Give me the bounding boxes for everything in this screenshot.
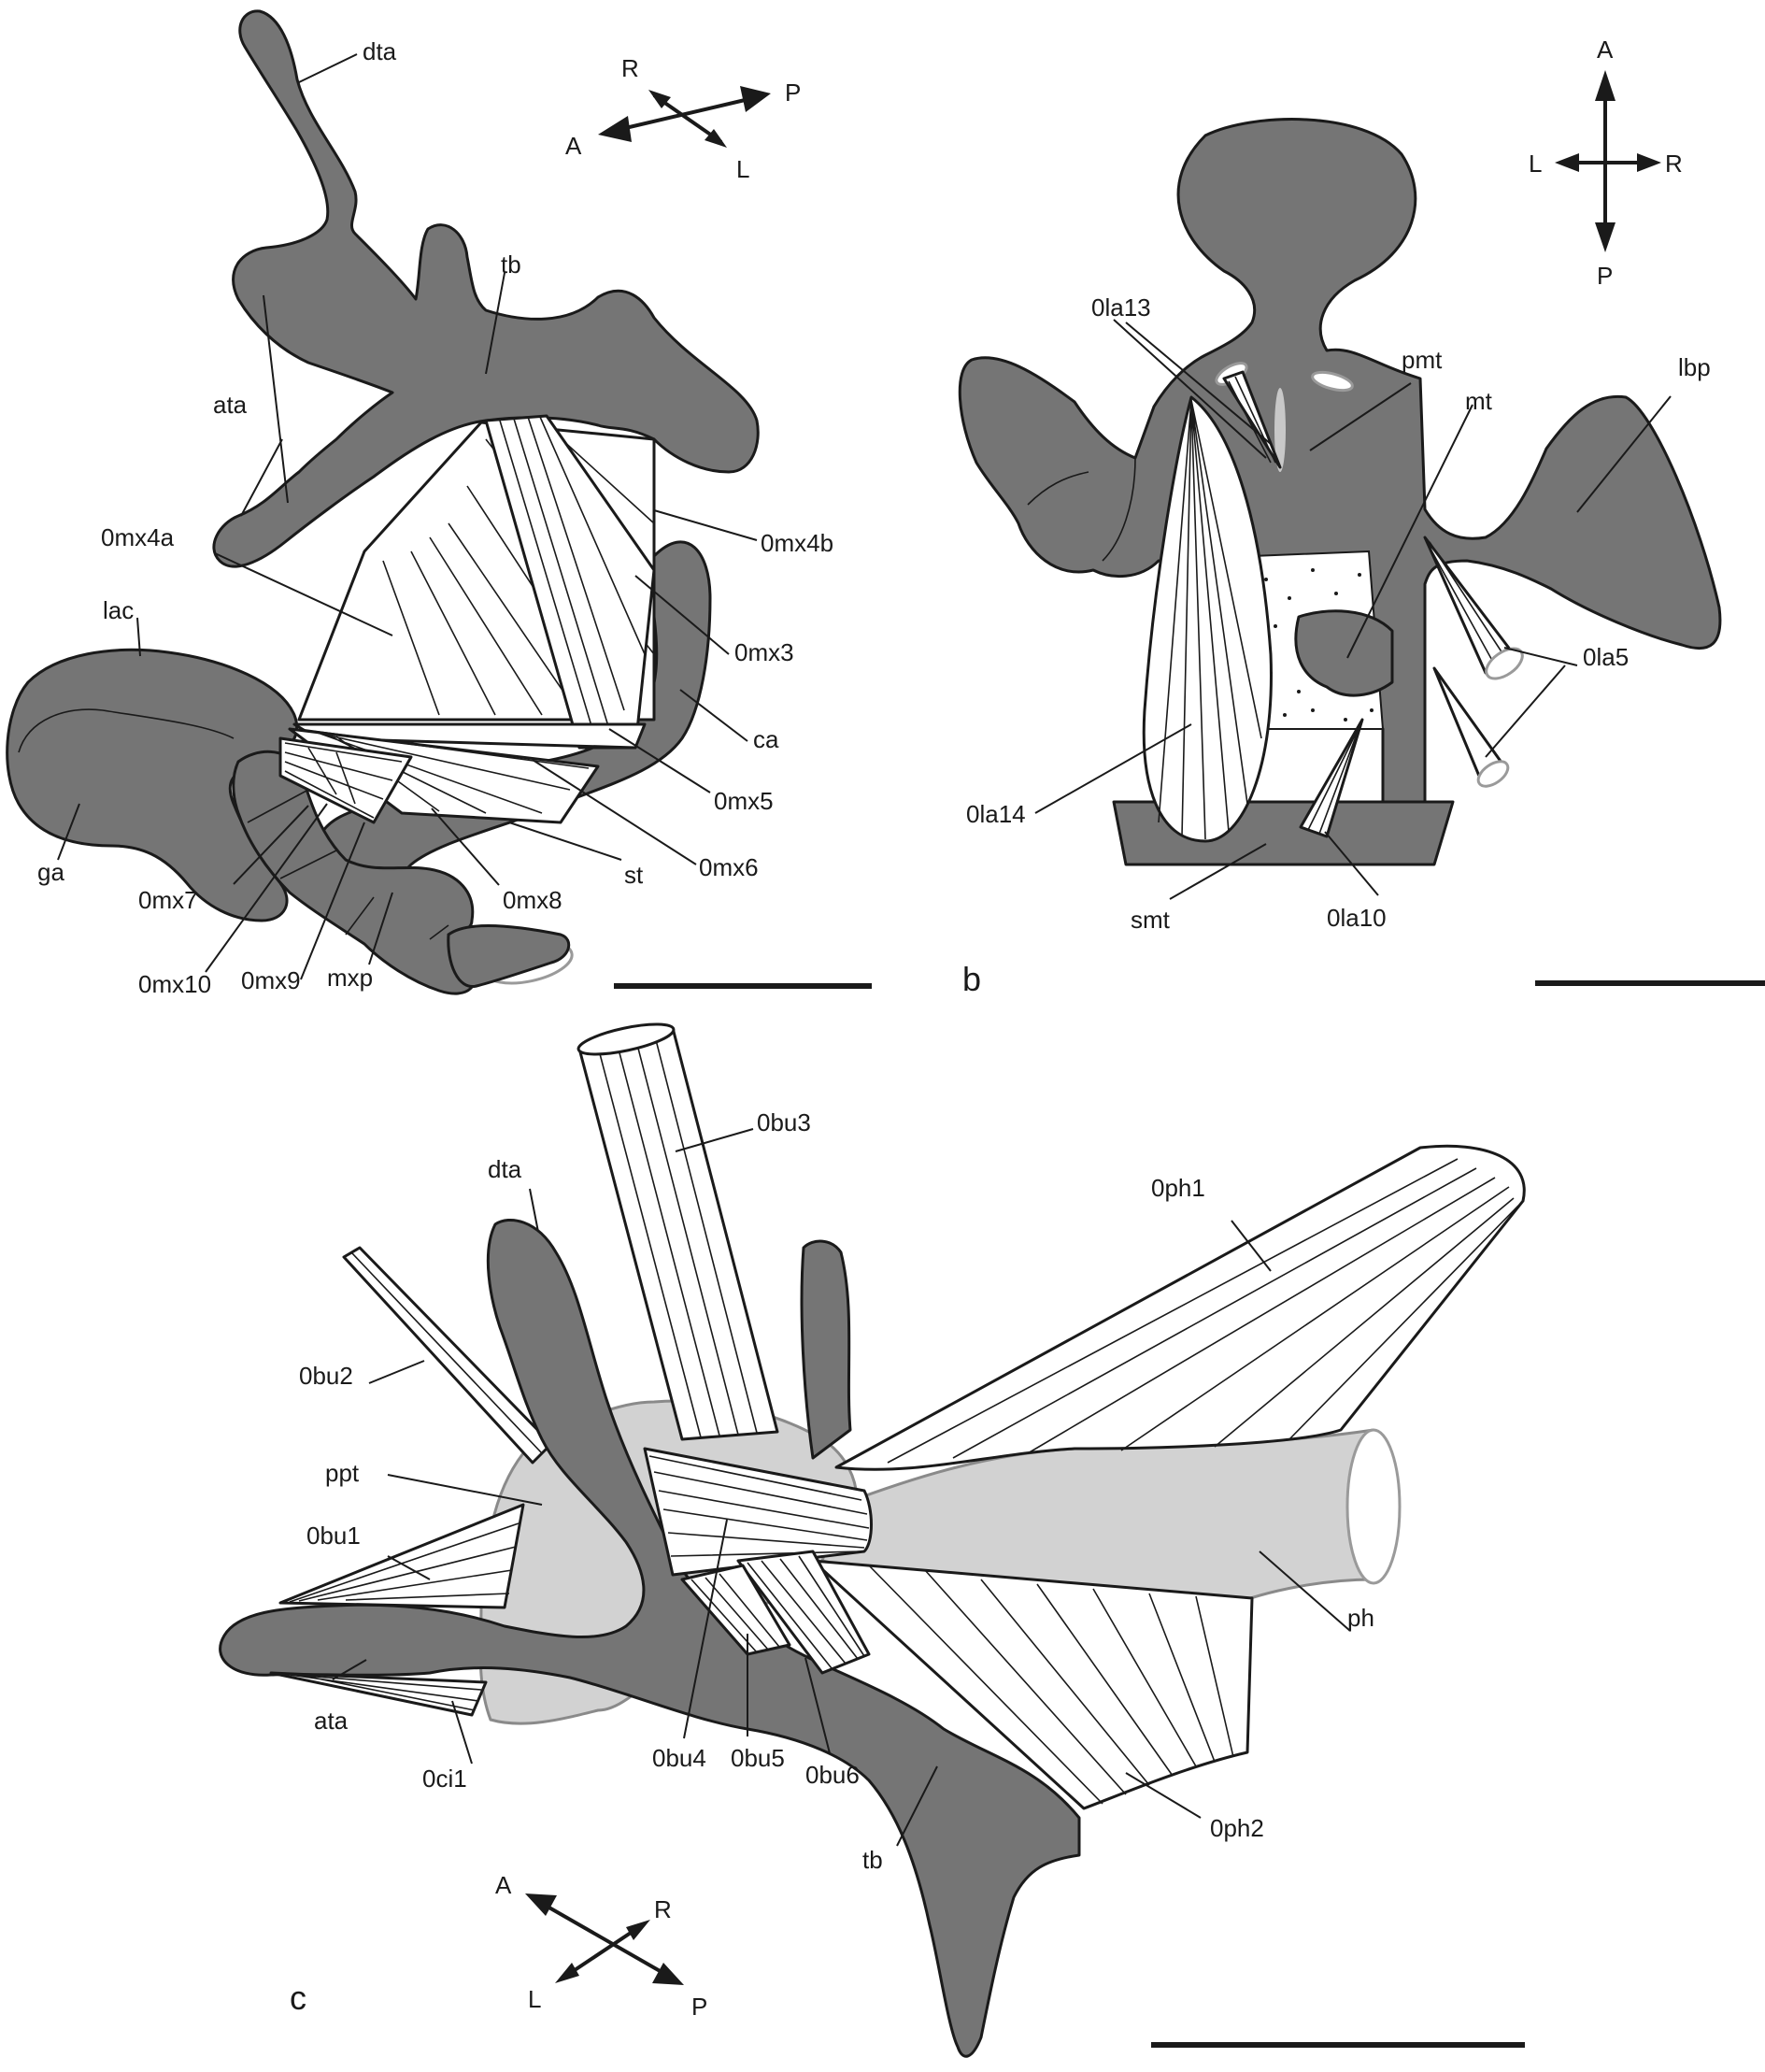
label-a-dta: dta (363, 37, 397, 65)
label-c-0ph1: 0ph1 (1151, 1174, 1205, 1202)
panel-a: R P A L dta tb ata 0mx4a 0mx4b lac 0mx3 … (6, 9, 872, 998)
label-c-0bu6: 0bu6 (805, 1761, 860, 1789)
muscles-a (278, 414, 656, 824)
orient-b-P: P (1597, 262, 1613, 290)
muscle-0mx3 (484, 414, 656, 750)
orient-c-R: R (654, 1895, 672, 1923)
label-b-0la13: 0la13 (1091, 293, 1151, 322)
orient-c-L: L (528, 1985, 541, 2013)
label-c-ph: ph (1347, 1604, 1374, 1632)
label-c-ppt: ppt (325, 1459, 360, 1487)
orient-a-P: P (785, 79, 801, 107)
label-a-st: st (624, 861, 644, 889)
label-c-0bu2: 0bu2 (299, 1362, 353, 1390)
galea-outline (18, 708, 235, 753)
label-a-0mx8: 0mx8 (503, 886, 562, 914)
labium-palp-segment (1027, 457, 1136, 562)
label-c-ata: ata (314, 1707, 349, 1735)
panel-letter-b: b (962, 960, 981, 998)
orientation-b: A P L R (1529, 36, 1683, 290)
notch-right (1311, 370, 1354, 393)
0bu3-top (576, 1022, 676, 1056)
orient-a-A: A (565, 132, 582, 160)
muscle-0ph2 (811, 1559, 1254, 1810)
label-b-mt: mt (1465, 387, 1493, 415)
0la5-lower-end (1476, 760, 1510, 788)
label-c-0bu3: 0bu3 (757, 1108, 811, 1136)
orient-b-A: A (1597, 36, 1614, 64)
tentorium-dorsal-arm-c (800, 1239, 852, 1460)
orient-b-L: L (1529, 150, 1542, 178)
leaders-b (1034, 319, 1672, 900)
label-c-0bu5: 0bu5 (731, 1744, 785, 1772)
muscle-0ph1 (834, 1144, 1526, 1471)
panel-b: A P L R 0la13 pmt lbp mt 0la5 0la14 smt … (958, 36, 1765, 998)
label-a-0mx4a: 0mx4a (101, 523, 175, 551)
orientation-c: A R L P (495, 1871, 707, 2021)
label-a-ata: ata (213, 391, 248, 419)
panel-c: A R L P 0bu3 dta 0ph1 0bu2 ppt 0bu1 ph a… (219, 1022, 1526, 2058)
label-b-0la5: 0la5 (1583, 643, 1629, 671)
label-c-tb: tb (862, 1846, 883, 1874)
label-a-0mx9: 0mx9 (241, 966, 301, 994)
label-a-tb: tb (501, 250, 521, 279)
orient-c-A: A (495, 1871, 512, 1899)
pmt-rod (1274, 388, 1286, 472)
panel-letter-c: c (290, 1979, 306, 2017)
label-a-ga: ga (37, 858, 64, 886)
label-b-0la14: 0la14 (966, 800, 1026, 828)
label-b-lbp: lbp (1678, 353, 1711, 381)
label-a-0mx10: 0mx10 (138, 970, 211, 998)
label-c-0bu1: 0bu1 (306, 1522, 361, 1550)
leaders-a (57, 53, 758, 980)
muscle-0la14 (1142, 395, 1273, 843)
label-a-lac: lac (103, 596, 134, 624)
label-a-0mx5: 0mx5 (714, 787, 774, 815)
label-a-0mx7: 0mx7 (138, 886, 198, 914)
label-c-0ci1: 0ci1 (422, 1765, 467, 1793)
label-b-smt: smt (1131, 906, 1171, 934)
orient-a-R: R (621, 54, 639, 82)
palp-segment-lines (247, 789, 449, 940)
mt-lobe (1294, 609, 1394, 697)
muscle-0la10 (1299, 718, 1364, 838)
palp-tip-segment (447, 924, 571, 988)
label-b-0la10: 0la10 (1327, 904, 1387, 932)
label-c-dta: dta (488, 1155, 522, 1183)
label-a-0mx4b: 0mx4b (761, 529, 833, 557)
leaders-c (332, 1128, 1351, 1847)
orient-a-L: L (736, 155, 749, 183)
label-c-0ph2: 0ph2 (1210, 1814, 1264, 1842)
orientation-a: R P A L (565, 54, 801, 183)
pharynx-end (1345, 1428, 1402, 1585)
label-c-0bu4: 0bu4 (652, 1744, 706, 1772)
muscle-0bu1 (278, 1503, 525, 1609)
orient-c-P: P (691, 1993, 707, 2021)
label-a-mxp: mxp (327, 964, 373, 992)
muscle-0ci1 (269, 1671, 488, 1717)
labium-body (958, 118, 1722, 839)
label-a-0mx6: 0mx6 (699, 853, 759, 881)
orient-b-R: R (1665, 150, 1683, 178)
label-a-0mx3: 0mx3 (734, 638, 794, 666)
muscle-0bu5 (680, 1564, 791, 1656)
label-b-pmt: pmt (1402, 346, 1443, 374)
label-a-ca: ca (753, 725, 779, 753)
